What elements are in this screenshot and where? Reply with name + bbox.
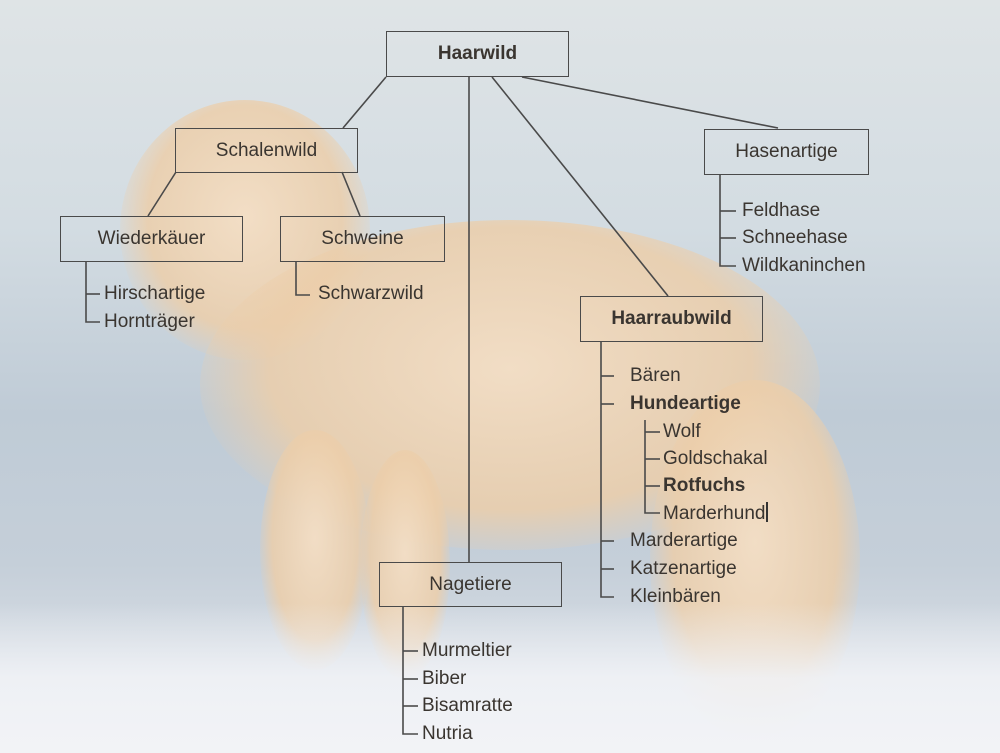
list-item-wildkaninchen: Wildkaninchen <box>742 255 866 276</box>
node-hasenartige: Hasenartige <box>704 129 869 175</box>
node-schweine: Schweine <box>280 216 445 262</box>
list-item-hirschartige: Hirschartige <box>104 283 206 304</box>
list-item-bisamratte: Bisamratte <box>422 695 513 716</box>
list-item-baeren: Bären <box>630 365 681 386</box>
node-nagetiere: Nagetiere <box>379 562 562 607</box>
node-label: Hasenartige <box>735 141 838 162</box>
node-label: Wiederkäuer <box>97 228 206 249</box>
node-label: Schweine <box>321 228 404 249</box>
list-item-schwarzwild: Schwarzwild <box>318 283 424 304</box>
list-item-rotfuchs: Rotfuchs <box>663 475 746 496</box>
list-item-marderhund: Marderhund <box>663 502 768 525</box>
item-label: Marderhund <box>663 503 766 524</box>
text-cursor <box>766 502 768 522</box>
list-item-schneehase: Schneehase <box>742 227 848 248</box>
node-label: Nagetiere <box>429 573 512 595</box>
list-item-hundeartige: Hundeartige <box>630 393 741 414</box>
node-label: Haarraubwild <box>611 308 732 329</box>
list-item-goldschakal: Goldschakal <box>663 448 768 469</box>
list-item-murmeltier: Murmeltier <box>422 640 512 661</box>
list-item-marderartige: Marderartige <box>630 530 738 551</box>
list-item-nutria: Nutria <box>422 723 473 744</box>
list-item-kleinbaeren: Kleinbären <box>630 586 721 607</box>
list-item-katzenartige: Katzenartige <box>630 558 737 579</box>
node-label: Schalenwild <box>215 139 318 161</box>
node-wiederkaeuer: Wiederkäuer <box>60 216 243 262</box>
list-item-horntraeger: Hornträger <box>104 311 195 332</box>
list-item-wolf: Wolf <box>663 421 701 442</box>
list-item-feldhase: Feldhase <box>742 200 821 221</box>
node-haarraubwild: Haarraubwild <box>580 296 763 342</box>
node-schalenwild: Schalenwild <box>175 128 358 173</box>
list-item-biber: Biber <box>422 668 467 689</box>
node-haarwild: Haarwild <box>386 31 569 77</box>
node-label: Haarwild <box>437 43 518 64</box>
